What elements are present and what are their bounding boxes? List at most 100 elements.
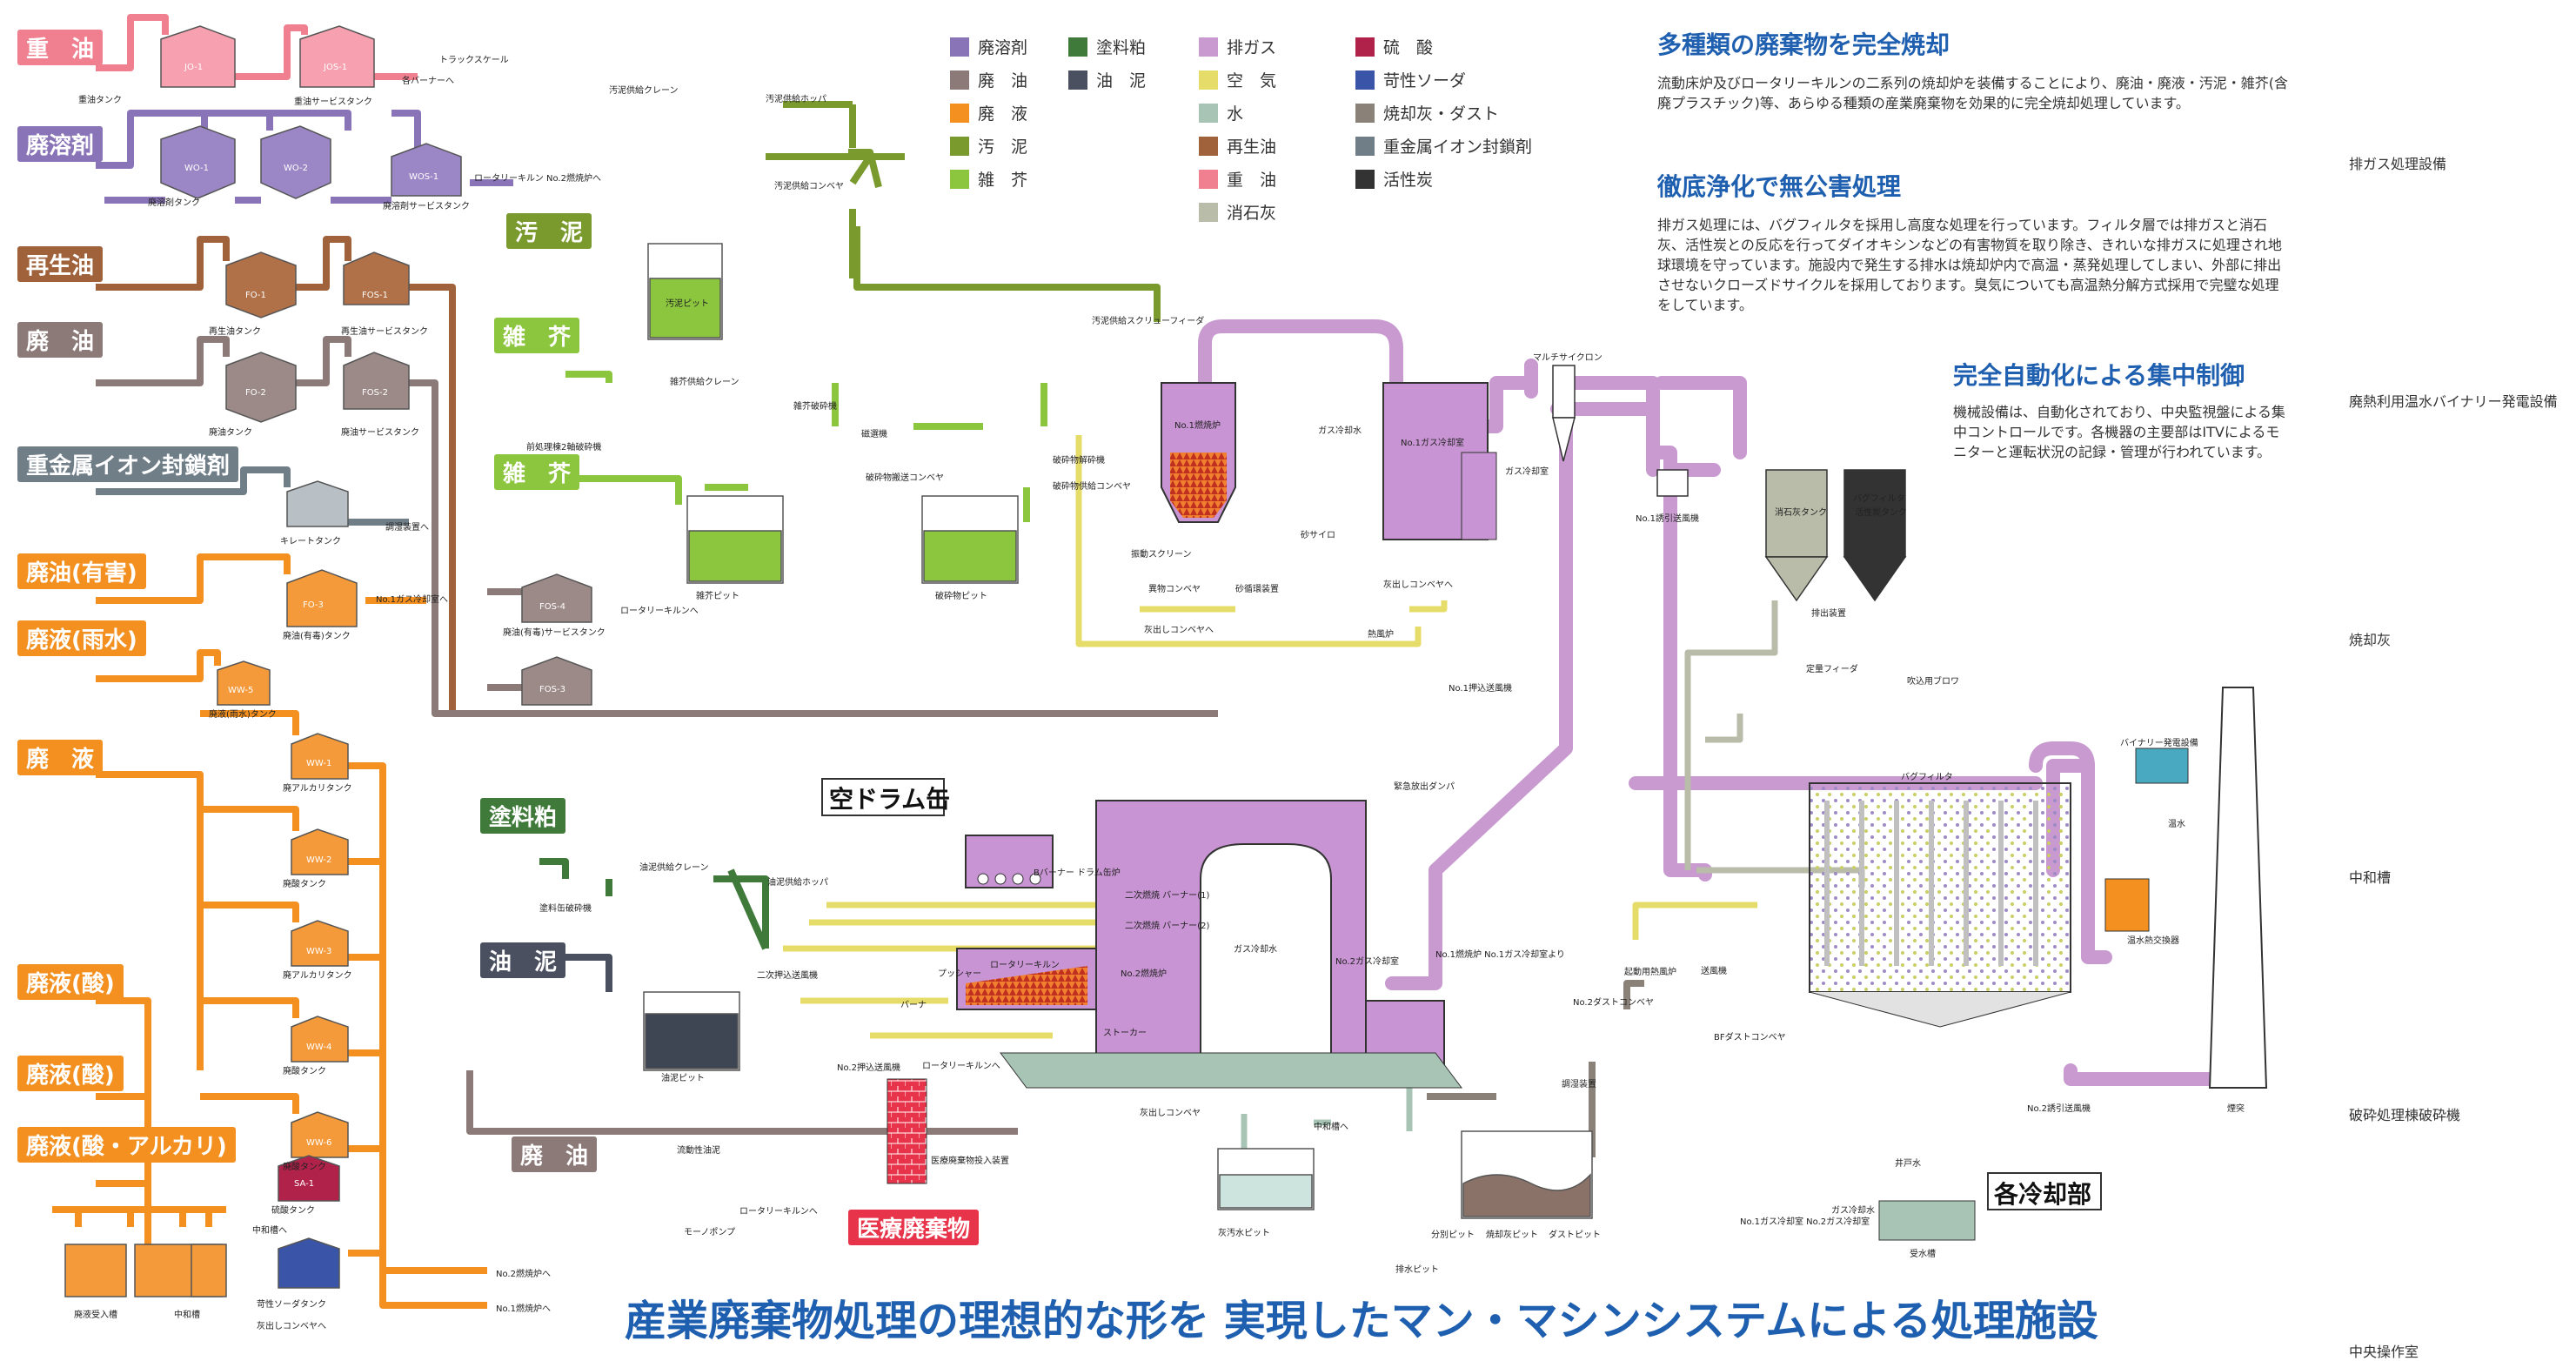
tank-name: 廃酸タンク bbox=[283, 880, 326, 889]
annotation-truck-scale: トラックスケール bbox=[439, 56, 509, 65]
legend-swatch bbox=[1355, 70, 1375, 90]
banner-title: 産業廃棄物処理の理想的な形を 実現したマン・マシンシステムによる処理施設 bbox=[625, 1297, 2098, 1345]
legend-swatch bbox=[1199, 202, 1218, 222]
annotation-sludge-pit: 汚泥ピット bbox=[666, 299, 709, 309]
legend-swatch bbox=[1199, 169, 1218, 189]
legend-item: 活性炭 bbox=[1355, 167, 1433, 191]
section-heading-3: 完全自動化による集中制御 bbox=[1953, 361, 2245, 390]
legend-label: 苛性ソーダ bbox=[1383, 71, 1467, 91]
annotation-multi-cyclone: マルチサイクロン bbox=[1533, 353, 1602, 363]
side-label-control: 中央操作室 bbox=[2349, 1344, 2419, 1360]
tag-medical: 医療廃棄物 bbox=[848, 1210, 980, 1245]
tag-liquid-rain: 廃液(雨水) bbox=[17, 620, 146, 656]
tag-misc-2: 雑 芥 bbox=[494, 454, 580, 490]
legend-swatch bbox=[1199, 136, 1218, 156]
annotation-no2-push-fan: No.2押込送風機 bbox=[837, 1063, 900, 1073]
annotation-no1-push-fan: No.1押込送風機 bbox=[1449, 684, 1512, 694]
recycled-oil-line bbox=[96, 236, 456, 714]
receiving-water-tank bbox=[1878, 1200, 1976, 1241]
annotation-magnet: 磁選機 bbox=[861, 430, 887, 439]
tag-liquid-acid-2: 廃液(酸) bbox=[17, 1056, 124, 1091]
annotation-gas-cool-water2: ガス冷却水 bbox=[1234, 945, 1277, 955]
furnace-1 bbox=[1161, 382, 1497, 540]
legend-item: 苛性ソーダ bbox=[1355, 68, 1466, 91]
annotation-sep-pit: 分別ピット bbox=[1431, 1230, 1475, 1240]
annotation-misc-pit: 雑芥ピット bbox=[696, 592, 739, 601]
annotation-to-gas-cool1: No.1ガス冷却室へ bbox=[376, 595, 448, 605]
annotation-chelate-tank: キレートタンク bbox=[280, 537, 341, 546]
annotation-sludge-crane: 汚泥供給クレーン bbox=[609, 86, 679, 96]
legend-item: 焼却灰・ダスト bbox=[1355, 101, 1499, 124]
legend-label: 消石灰 bbox=[1227, 204, 1277, 223]
annotation-to-rotary: ロータリーキルンへ bbox=[620, 607, 699, 616]
legend-label: 油 泥 bbox=[1096, 71, 1147, 91]
annotation-secondary-burner2: 二次燃焼 バーナー(2) bbox=[1125, 922, 1210, 931]
section-body-3: 機械設備は、自動化されており、中央監視盤による集中コントロールです。各機器の主要… bbox=[1953, 404, 2285, 460]
annotation-blower: 吹込用ブロワ bbox=[1907, 677, 1959, 687]
annotation-sludge-screw: 汚泥供給スクリューフィーダ bbox=[1092, 317, 1205, 326]
tank-id: FO-3 bbox=[303, 600, 324, 610]
annotation-no2-induce-fan: No.2誘引送風機 bbox=[2027, 1104, 2091, 1114]
tank-id: FOS-4 bbox=[539, 602, 565, 612]
legend-label: 重金属イオン封鎖剤 bbox=[1383, 137, 1533, 157]
side-label-binary: 廃熱利用温水バイナリー発電設備 bbox=[2349, 393, 2558, 410]
tag-recycled-oil: 再生油 bbox=[17, 246, 104, 282]
annotation-rotary-kiln: ロータリーキルン bbox=[990, 961, 1060, 970]
heavy-oil-line bbox=[96, 14, 418, 80]
legend-item: 硫 酸 bbox=[1355, 35, 1433, 58]
air-line bbox=[783, 435, 1757, 1039]
legend-swatch bbox=[1068, 70, 1087, 90]
annotation-ash-conv: 灰出しコンベヤへ bbox=[1144, 626, 1214, 635]
annotation-wash-pit: 灰汚水ピット bbox=[1218, 1229, 1270, 1238]
legend-swatch bbox=[950, 169, 969, 189]
tank-id: WO-1 bbox=[184, 164, 210, 173]
tag-heavy-metal: 重金属イオン封鎖剤 bbox=[17, 446, 239, 482]
furnace-2 bbox=[956, 800, 1462, 1089]
legend-label: 塗料粕 bbox=[1096, 38, 1147, 57]
tank-name: 廃油(有毒)タンク bbox=[283, 632, 351, 641]
label-empty-drum: 空ドラム缶 bbox=[829, 785, 951, 814]
section-body-2: 排ガス処理には、バグフィルタを採用し高度な処理を行っています。フィルタ層では排ガ… bbox=[1657, 217, 2282, 313]
legend-label: 廃溶剤 bbox=[978, 38, 1028, 57]
oil-sludge-line bbox=[565, 954, 612, 992]
annotation-vib-screen: 振動スクリーン bbox=[1131, 550, 1192, 560]
legend-label: 活性炭 bbox=[1383, 171, 1434, 190]
medical-feeder bbox=[887, 1078, 927, 1184]
sludge-line bbox=[766, 101, 1161, 322]
tank-id: FOS-3 bbox=[539, 685, 565, 694]
annotation-crush-feed: 破砕物供給コンベヤ bbox=[1053, 482, 1131, 492]
annotation-crush-pit: 破砕物ピット bbox=[935, 592, 987, 601]
annotation-no1-induce-fan: No.1誘引送風機 bbox=[1636, 514, 1699, 524]
reagent-silos bbox=[1764, 469, 1907, 602]
annotation-ash-conv2: 灰出しコンベヤへ bbox=[1383, 580, 1453, 590]
legend-item: 水 bbox=[1199, 101, 1243, 124]
annotation-startup-heater: 起動用熱風炉 bbox=[1624, 968, 1676, 977]
legend-item: 汚 泥 bbox=[950, 134, 1027, 158]
tag-waste-oil: 廃 油 bbox=[17, 322, 104, 358]
annotation-oil-hopper: 油泥供給ホッパ bbox=[767, 878, 828, 888]
legend-item: 重金属イオン封鎖剤 bbox=[1355, 134, 1532, 158]
multi-cyclone bbox=[1552, 365, 1689, 497]
legend-label: 汚 泥 bbox=[978, 137, 1028, 157]
tank-id: WO-2 bbox=[284, 164, 309, 173]
annotation-sand-circ: 砂循環装置 bbox=[1235, 585, 1279, 594]
cooling-box bbox=[1987, 1172, 2102, 1210]
tank-name: 廃アルカリタンク bbox=[283, 784, 352, 794]
annotation-heat-exch: 熱風炉 bbox=[1368, 630, 1394, 640]
label-cooling-section: 各冷却部 bbox=[1994, 1180, 2092, 1209]
annotation-naoh-tank: 苛性ソーダタンク bbox=[257, 1300, 326, 1310]
chimney-shape bbox=[2208, 687, 2268, 1089]
tank-name: 廃油タンク bbox=[209, 428, 252, 438]
tank-name: 廃液(雨水)タンク bbox=[209, 710, 277, 720]
tag-misc-1: 雑 芥 bbox=[494, 318, 580, 353]
annotation-fixed-feeder: 定量フィーダ bbox=[1806, 665, 1858, 674]
tank-name: 重油サービスタンク bbox=[294, 97, 372, 107]
tank-name: 廃油サービスタンク bbox=[341, 428, 419, 438]
annotation-chimney: 煙突 bbox=[2227, 1104, 2245, 1114]
annotation-to-rotary-kiln: ロータリーキルンへ bbox=[922, 1062, 1000, 1071]
annotation-flow-oil: 流動性油泥 bbox=[677, 1146, 720, 1156]
annotation-gas-cool-water3: ガス冷却水 bbox=[1831, 1206, 1875, 1216]
legend-label: 空 気 bbox=[1227, 71, 1277, 91]
annotation-paint-crusher: 塗料缶破砕機 bbox=[539, 904, 592, 914]
